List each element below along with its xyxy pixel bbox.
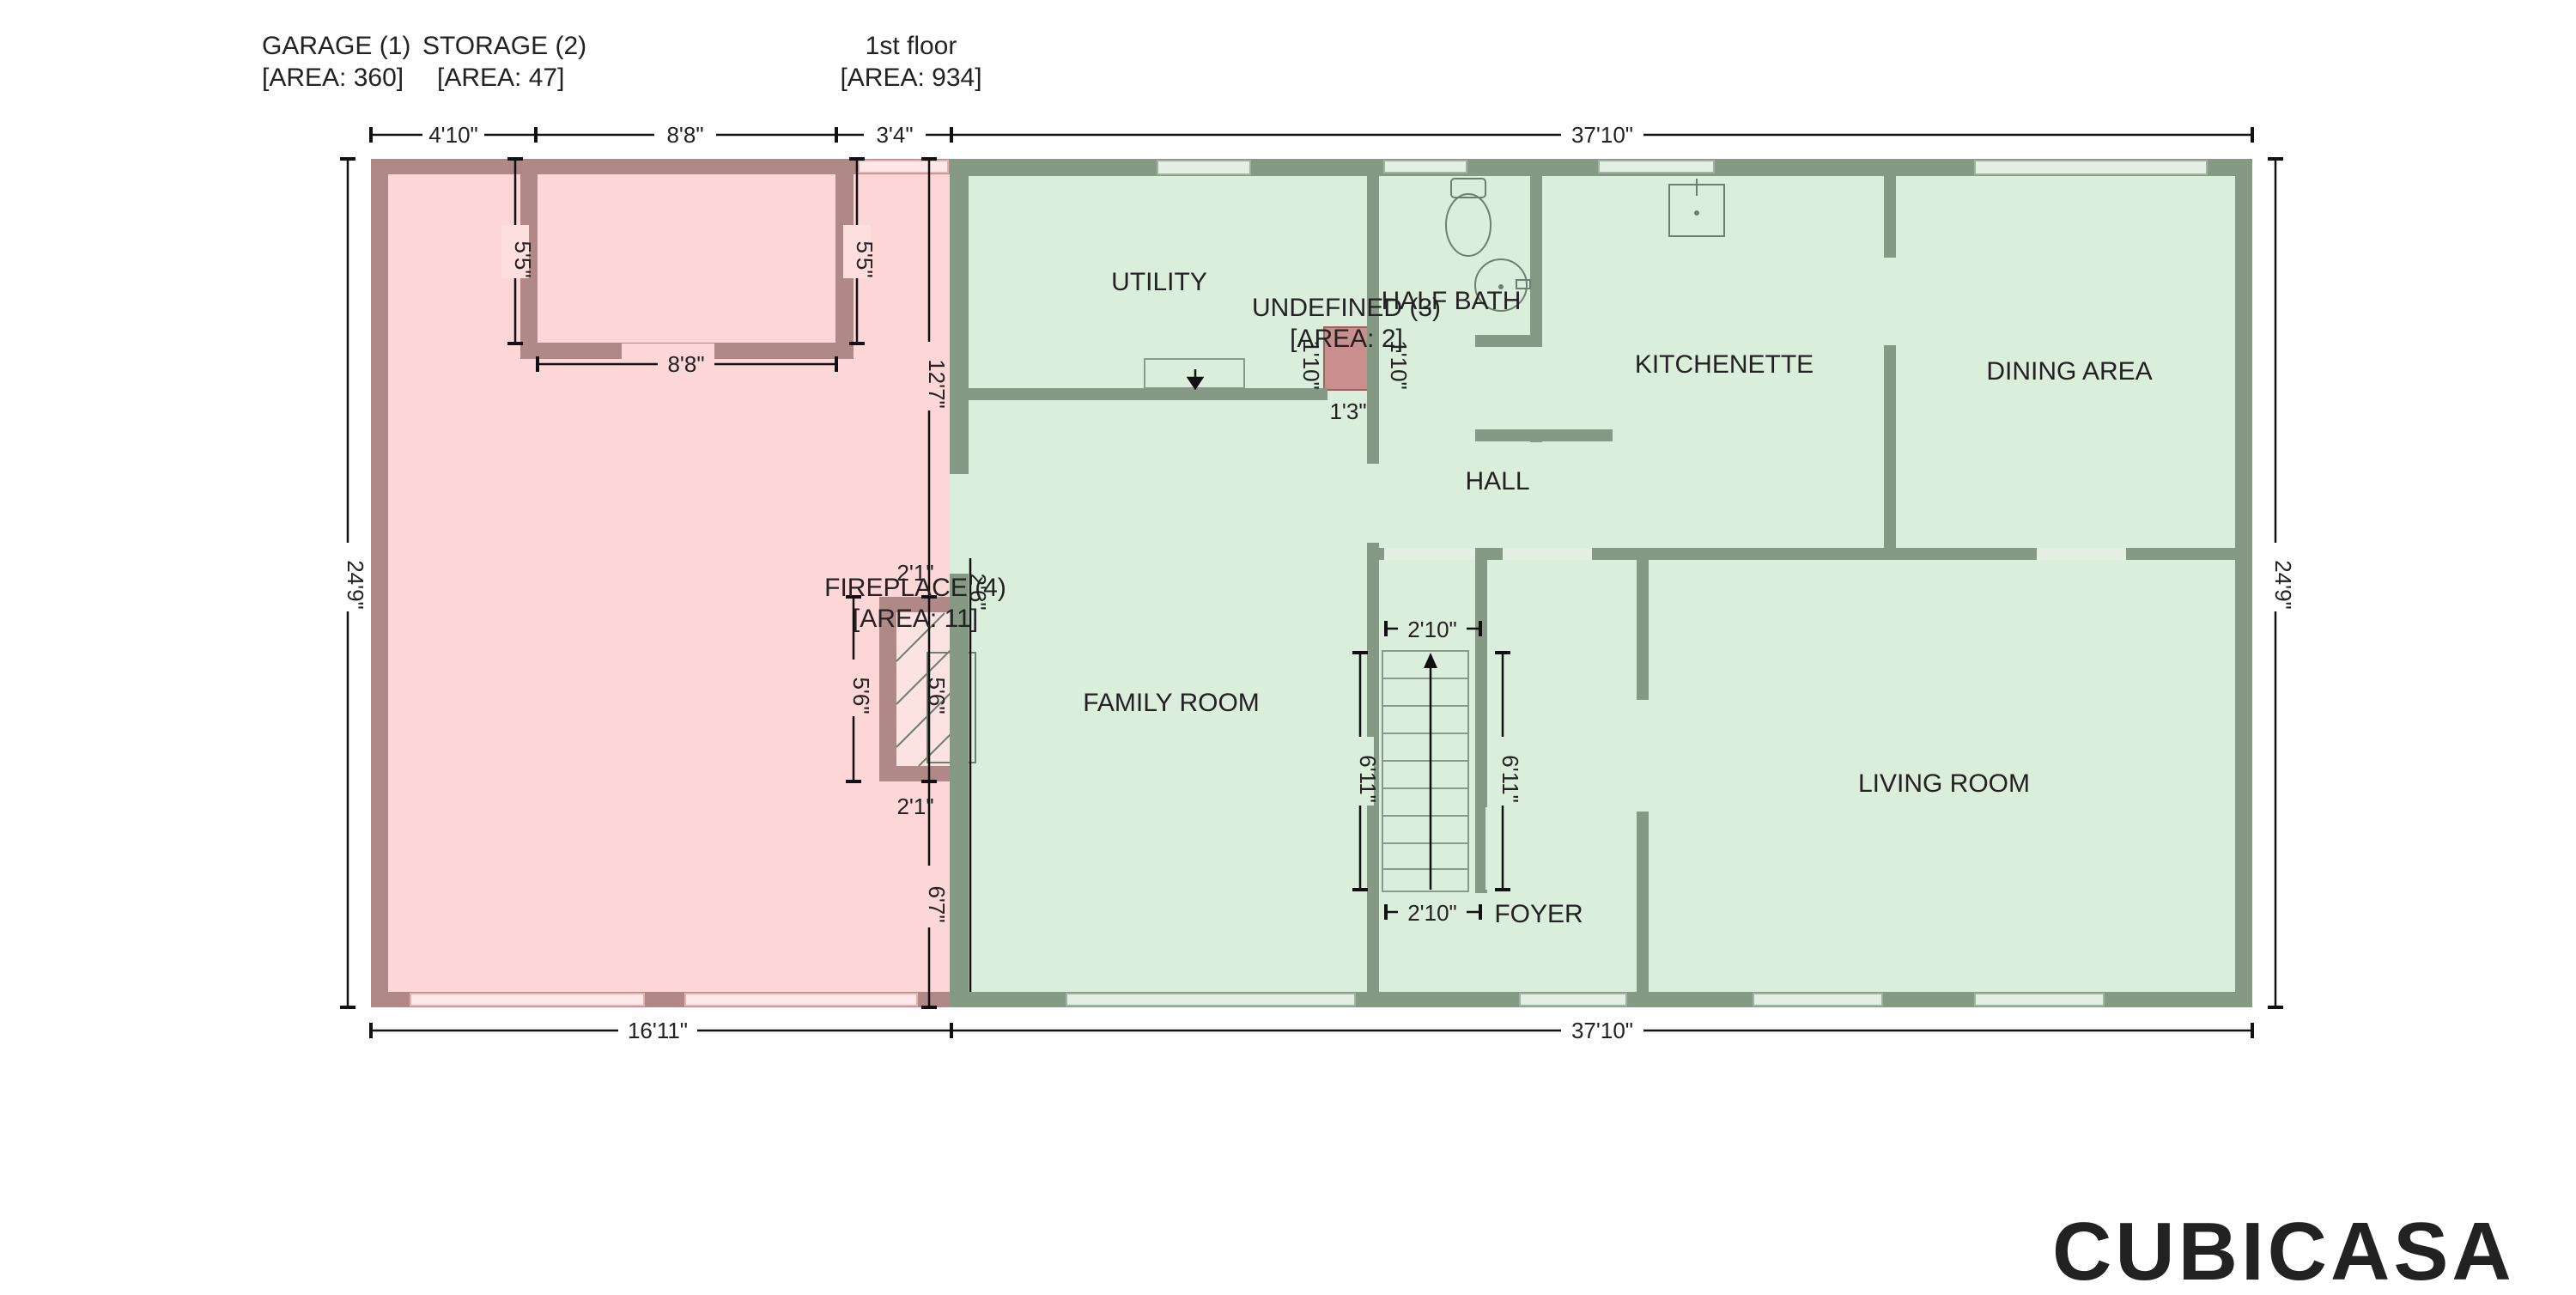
room-utility: UTILITY xyxy=(1111,268,1207,296)
dim-garage-lower: 6'7" xyxy=(924,885,950,922)
dim-garage-upper: 12'7" xyxy=(924,359,950,409)
room-undefined-area: [AREA: 2] xyxy=(1290,325,1403,353)
storage-area: [AREA: 47] xyxy=(437,64,564,92)
room-fireplace-area: [AREA: 11] xyxy=(853,605,978,633)
room-family: FAMILY ROOM xyxy=(1083,689,1260,717)
room-labels: UTILITY UNDEFINED (3) [AREA: 2] HALF BAT… xyxy=(824,268,2153,928)
utility-door-arrow-icon xyxy=(1186,369,1205,391)
dim-undefined-left: 1'10" xyxy=(1298,340,1324,390)
dimension-labels: 4'10" 8'8" 3'4" 37'10" 16'11" 37'10" 24'… xyxy=(333,120,2296,1045)
stair-handrail xyxy=(1485,807,1496,890)
dim-stair-left: 6'11" xyxy=(1355,755,1381,803)
storage-fill xyxy=(535,168,837,344)
dim-fireplace-left: 5'6" xyxy=(848,677,874,714)
toilet-icon xyxy=(1445,178,1492,257)
storage-title: STORAGE (2) xyxy=(422,32,586,60)
garage-door-2 xyxy=(684,993,918,1006)
dim-fireplace-bottom: 2'1" xyxy=(896,793,933,819)
garage-area: [AREA: 360] xyxy=(262,64,404,92)
garage-title: GARAGE (1) xyxy=(262,32,410,60)
sink-icon xyxy=(1474,258,1531,312)
garage-window-top xyxy=(858,160,949,173)
dim-bottom-house: 37'10" xyxy=(1571,1018,1633,1043)
cubicasa-logo: CUBICASA xyxy=(2052,1206,2515,1295)
dim-fireplace-inner: 5'6" xyxy=(924,677,950,714)
floor-area: [AREA: 934] xyxy=(840,64,981,92)
room-half-bath: HALF BATH xyxy=(1382,287,1522,315)
house-openings xyxy=(950,160,2208,1006)
house-area-fill xyxy=(951,159,2252,1007)
undefined-fill xyxy=(1323,326,1370,391)
room-living: LIVING ROOM xyxy=(1858,769,2030,798)
dim-top-garage-left: 4'10" xyxy=(428,122,478,148)
dim-bottom-garage: 16'11" xyxy=(628,1018,688,1043)
dim-left-height: 24'9" xyxy=(343,560,368,610)
dim-stair-top: 2'10" xyxy=(1407,617,1457,642)
dim-right-height: 24'9" xyxy=(2270,560,2296,610)
room-kitchenette: KITCHENETTE xyxy=(1635,350,1814,379)
dim-storage-left: 5'5" xyxy=(510,240,536,277)
dim-storage-right: 5'5" xyxy=(852,240,878,277)
dim-undefined-right: 1'10" xyxy=(1386,340,1412,390)
kitchen-sink-icon xyxy=(1668,179,1725,237)
dim-stair-right: 6'11" xyxy=(1498,755,1523,803)
stairs xyxy=(1382,650,1469,892)
dim-storage-bottom: 8'8" xyxy=(667,351,704,377)
dim-top-garage-right: 3'4" xyxy=(876,122,913,148)
dim-top-storage: 8'8" xyxy=(666,122,703,148)
dim-fireplace-depth: 2'6" xyxy=(965,573,991,610)
garage-walls xyxy=(371,159,951,1007)
room-foyer: FOYER xyxy=(1494,900,1583,928)
header-labels: GARAGE (1) [AREA: 360] STORAGE (2) [AREA… xyxy=(262,32,982,92)
dim-top-house: 37'10" xyxy=(1571,122,1633,148)
room-undefined-name: UNDEFINED (3) xyxy=(1252,294,1441,322)
dim-undefined-bottom: 1'3" xyxy=(1329,398,1366,424)
dim-fireplace-top: 2'1" xyxy=(896,560,933,586)
floor-title: 1st floor xyxy=(866,32,957,60)
room-hall: HALL xyxy=(1465,467,1529,496)
fireplace-hatch xyxy=(896,612,976,767)
garage-door-1 xyxy=(410,993,645,1006)
room-dining: DINING AREA xyxy=(1986,357,2152,386)
dim-stair-bottom: 2'10" xyxy=(1407,900,1457,926)
room-fireplace-name: FIREPLACE (4) xyxy=(824,574,1006,602)
